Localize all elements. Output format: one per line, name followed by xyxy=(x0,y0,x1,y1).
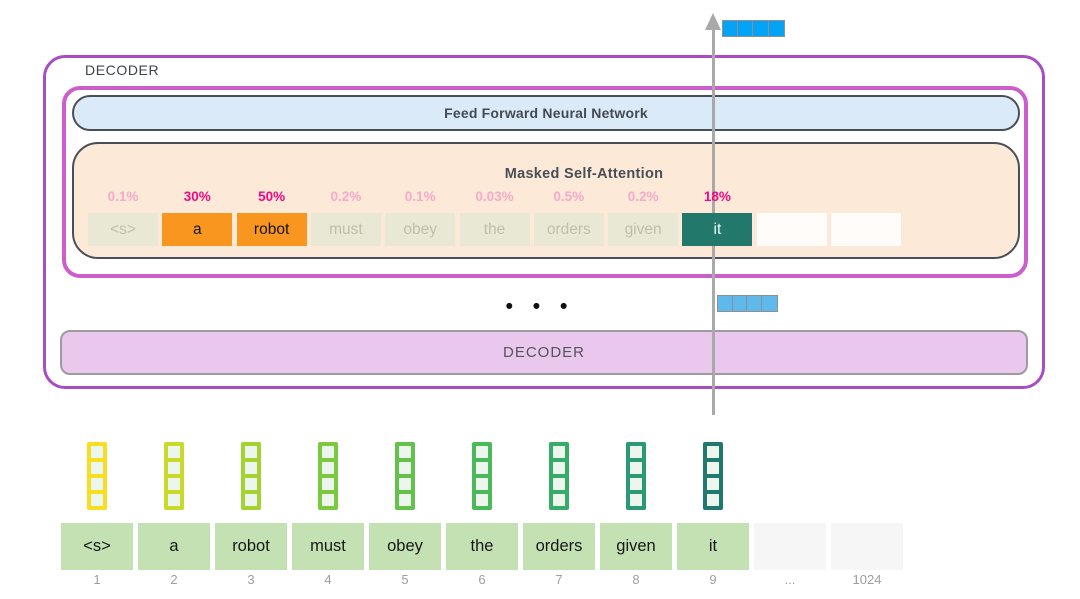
vector-cell xyxy=(322,478,334,490)
ffnn-bar: Feed Forward Neural Network xyxy=(72,95,1020,131)
vector-cell xyxy=(91,478,103,490)
lower-decoder-bar-label: DECODER xyxy=(502,344,585,361)
vector-cell xyxy=(553,478,565,490)
token-position-label: 6 xyxy=(478,572,486,587)
input-token: given xyxy=(600,523,672,570)
token-position-label: ... xyxy=(784,572,796,587)
attention-weight-label: 0.2% xyxy=(330,189,362,204)
input-token: a xyxy=(138,523,210,570)
embedding-vector xyxy=(549,442,569,510)
vector-cell xyxy=(476,446,488,458)
attention-weight-label: 0.03% xyxy=(475,189,514,204)
vector-cell xyxy=(630,446,642,458)
vector-cell xyxy=(91,494,103,506)
input-token: must xyxy=(292,523,364,570)
attention-weight-label: 18% xyxy=(703,189,731,204)
attention-token xyxy=(756,213,827,246)
input-token: it xyxy=(677,523,749,570)
vector-cell xyxy=(553,446,565,458)
embedding-vector xyxy=(87,442,107,510)
vector-cell xyxy=(476,462,488,474)
vector-cell xyxy=(168,494,180,506)
vector-cell xyxy=(399,462,411,474)
vector-cell xyxy=(168,462,180,474)
output-vector xyxy=(722,20,785,37)
vector-cell xyxy=(761,295,778,312)
vector-cell xyxy=(168,446,180,458)
arrow-up-icon xyxy=(705,13,721,30)
stacked-decoders-ellipsis: • • • xyxy=(505,295,575,318)
vector-cell xyxy=(322,494,334,506)
input-token: orders xyxy=(523,523,595,570)
masked-self-attention-label: Masked Self-Attention xyxy=(504,166,664,182)
vector-cell xyxy=(476,494,488,506)
vector-cell xyxy=(399,446,411,458)
vector-cell xyxy=(630,462,642,474)
attention-weight-label: 50% xyxy=(258,189,286,204)
vector-cell xyxy=(399,494,411,506)
embedding-vector xyxy=(703,442,723,510)
embedding-vector xyxy=(164,442,184,510)
input-token xyxy=(754,523,826,570)
token-position-label: 8 xyxy=(632,572,640,587)
vector-cell xyxy=(245,494,257,506)
attention-token: the xyxy=(459,213,530,246)
vector-cell xyxy=(322,446,334,458)
vector-cell xyxy=(91,446,103,458)
attention-token: orders xyxy=(533,213,604,246)
token-position-label: 9 xyxy=(709,572,717,587)
ffnn-label: Feed Forward Neural Network xyxy=(444,105,648,121)
lower-decoder-bar: DECODER xyxy=(60,330,1028,375)
hidden-state-vector xyxy=(717,295,778,312)
embedding-vector xyxy=(626,442,646,510)
attention-token: obey xyxy=(385,213,456,246)
input-token: the xyxy=(446,523,518,570)
attention-weight-label: 0.1% xyxy=(404,189,436,204)
vector-cell xyxy=(245,478,257,490)
token-position-label: 4 xyxy=(324,572,332,587)
vector-cell xyxy=(476,478,488,490)
attention-weight-label: 0.5% xyxy=(553,189,585,204)
vector-cell xyxy=(399,478,411,490)
attention-weight-label: 0.2% xyxy=(627,189,659,204)
attention-token: <s> xyxy=(88,213,158,246)
input-token: <s> xyxy=(61,523,133,570)
token-position-label: 5 xyxy=(401,572,409,587)
token-position-label: 1 xyxy=(93,572,101,587)
vector-cell xyxy=(707,446,719,458)
vector-cell xyxy=(322,462,334,474)
vector-cell xyxy=(245,446,257,458)
embedding-vector xyxy=(241,442,261,510)
attention-token: given xyxy=(608,213,679,246)
vector-cell xyxy=(630,494,642,506)
embedding-vector xyxy=(318,442,338,510)
attention-token xyxy=(831,213,901,246)
vector-cell xyxy=(553,462,565,474)
embedding-vector xyxy=(472,442,492,510)
token-position-label: 2 xyxy=(170,572,178,587)
vector-cell xyxy=(91,462,103,474)
vector-cell xyxy=(553,494,565,506)
token-position-label: 3 xyxy=(247,572,255,587)
vector-cell xyxy=(767,20,785,37)
token-position-label: 7 xyxy=(555,572,563,587)
vector-cell xyxy=(707,494,719,506)
attention-token: a xyxy=(162,213,233,246)
vector-cell xyxy=(245,462,257,474)
decoder-label: DECODER xyxy=(85,62,160,78)
attention-token: it xyxy=(682,213,753,246)
vector-cell xyxy=(707,462,719,474)
embedding-vector xyxy=(395,442,415,510)
vector-cell xyxy=(707,478,719,490)
attention-token: must xyxy=(310,213,381,246)
input-token: obey xyxy=(369,523,441,570)
attention-weight-label: 30% xyxy=(183,189,211,204)
attention-token: robot xyxy=(236,213,307,246)
input-token xyxy=(831,523,903,570)
attention-weight-label: 0.1% xyxy=(107,189,139,204)
vector-cell xyxy=(168,478,180,490)
vector-cell xyxy=(630,478,642,490)
token-position-label: 1024 xyxy=(852,572,882,587)
input-token: robot xyxy=(215,523,287,570)
